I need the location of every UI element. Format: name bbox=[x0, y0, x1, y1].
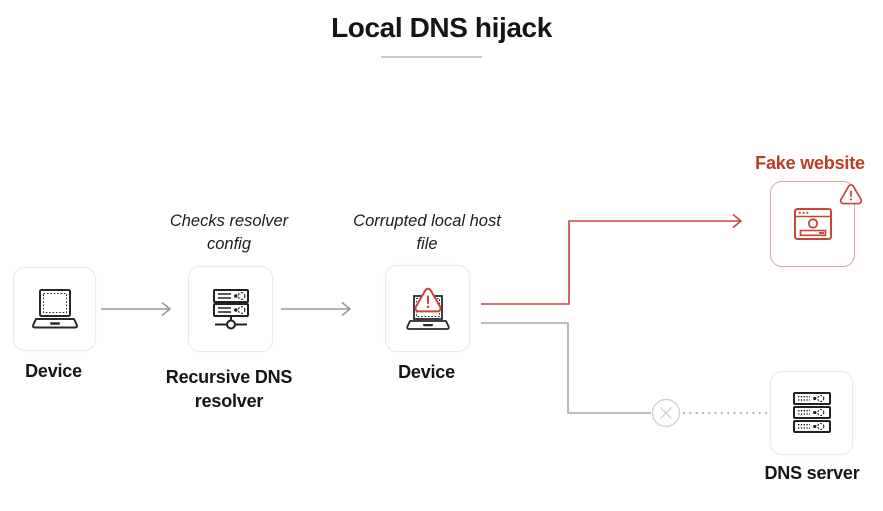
arrow-device-to-resolver bbox=[101, 301, 172, 317]
red-path-to-fake-website bbox=[481, 213, 743, 305]
node-dns-server bbox=[770, 371, 853, 455]
resolver-annotation: Checks resolver config bbox=[169, 212, 289, 254]
resolver-label: Recursive DNS resolver bbox=[165, 367, 293, 412]
page-title: Local DNS hijack bbox=[331, 12, 552, 43]
server-stack-icon bbox=[789, 390, 835, 436]
node-device-2-corrupted bbox=[385, 265, 470, 352]
title-underline bbox=[381, 56, 482, 58]
fake-website-label: Fake website bbox=[755, 153, 865, 173]
dns-resolver-icon bbox=[208, 286, 254, 332]
device-2-annotation: Corrupted local host file bbox=[353, 212, 501, 254]
laptop-icon bbox=[29, 288, 81, 330]
dns-server-label: DNS server bbox=[764, 463, 860, 483]
node-device-1 bbox=[13, 267, 96, 351]
warning-triangle-icon bbox=[838, 183, 864, 207]
device-1-label: Device bbox=[25, 361, 82, 381]
node-fake-website bbox=[770, 181, 855, 267]
blocked-x-icon bbox=[651, 398, 681, 428]
laptop-warning-icon bbox=[402, 286, 454, 332]
device-2-label: Device bbox=[398, 362, 455, 382]
arrow-resolver-to-device bbox=[281, 301, 352, 317]
warning-triangle-icon bbox=[413, 287, 442, 312]
browser-window-icon bbox=[793, 206, 833, 242]
node-recursive-dns-resolver bbox=[188, 266, 273, 352]
gray-path-to-dns-server bbox=[481, 322, 651, 414]
